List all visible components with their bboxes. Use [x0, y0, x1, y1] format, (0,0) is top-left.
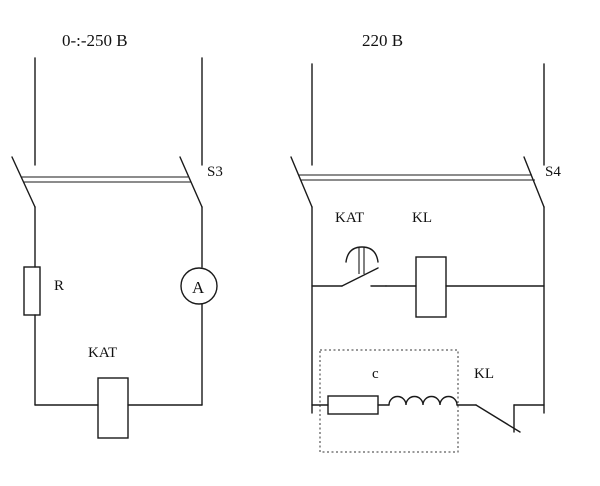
- left-voltage-label: 0-:-250 В: [62, 31, 128, 50]
- contact-kat-label: KAT: [335, 210, 364, 226]
- ammeter-letter: A: [192, 278, 205, 297]
- capacitor-c-label: c: [372, 366, 379, 382]
- element-c: [327, 395, 379, 415]
- switch-s4-blade-2: [523, 156, 545, 208]
- contact-kl-blade: [475, 404, 521, 433]
- ammeter-symbol: [180, 267, 218, 305]
- switch-s3-label: S3: [207, 164, 223, 180]
- relay-kl-coil: [415, 256, 447, 318]
- resistor-label: R: [54, 278, 64, 294]
- right-voltage-label: 220 В: [362, 31, 403, 50]
- resistor-r: [23, 266, 41, 316]
- left-circuit: 0-:-250 В S3 R A KAT: [11, 31, 223, 439]
- switch-s4-blade-1: [290, 156, 313, 208]
- right-circuit: 220 В S4 KAT KL c KL: [290, 31, 561, 453]
- relay-contact-kl-label: KL: [474, 366, 494, 382]
- switch-s3: [11, 156, 203, 208]
- contact-kat-blade: [341, 267, 379, 287]
- switch-s4-label: S4: [545, 164, 561, 180]
- coil-kat: [97, 377, 129, 439]
- contact-kat-timing-arc: [345, 246, 379, 263]
- coil-kat-label: KAT: [88, 345, 117, 361]
- relay-kl-label: KL: [412, 210, 432, 226]
- contact-kat: [341, 246, 387, 287]
- dashed-enclosure: [319, 349, 459, 453]
- contact-kl: [475, 404, 521, 433]
- switch-s4: [290, 156, 545, 208]
- inductor-coil: [388, 395, 458, 406]
